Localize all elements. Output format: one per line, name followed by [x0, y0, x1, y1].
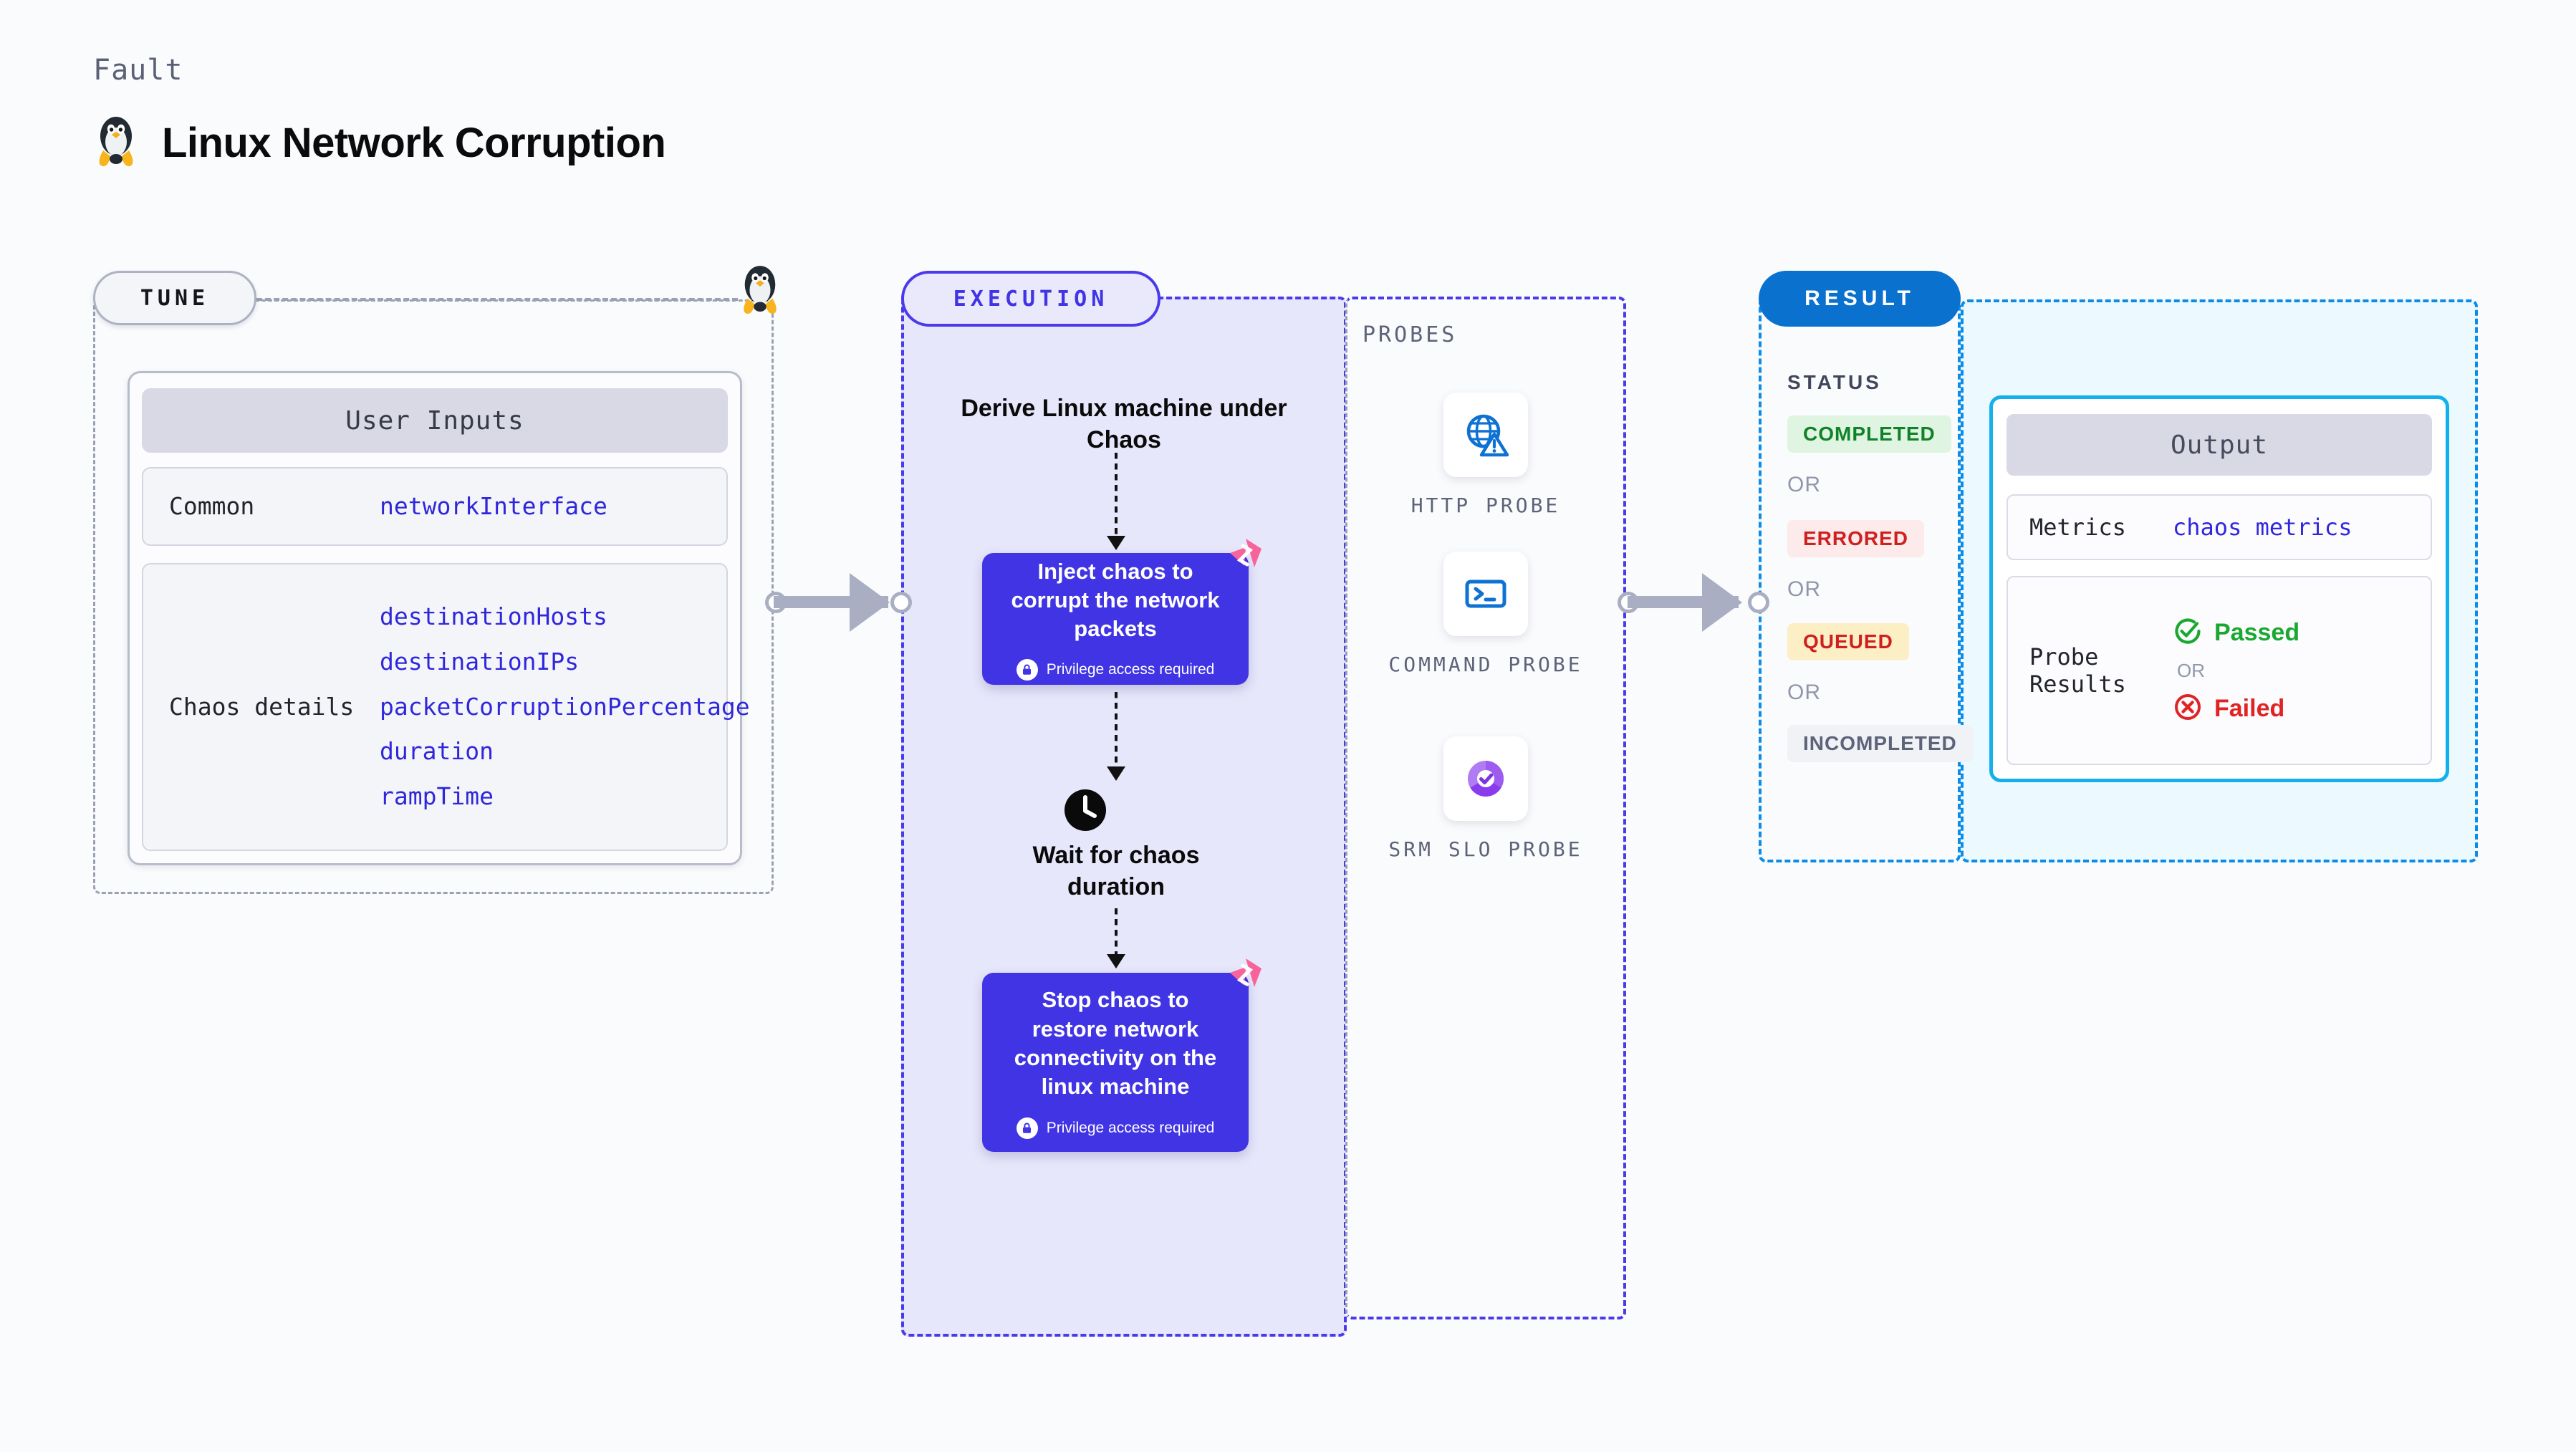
status-badge-incompleted: INCOMPLETED: [1787, 725, 1973, 762]
status-or-label: OR: [1787, 577, 1821, 601]
flow-arrowhead-icon: [1107, 536, 1125, 550]
stop-card-title: Stop chaos to restore network connectivi…: [1014, 987, 1217, 1100]
tune-stage-pill[interactable]: TUNE: [93, 271, 256, 325]
output-row-key: Metrics: [2029, 513, 2126, 541]
privilege-note-text: Privilege access required: [1046, 1119, 1215, 1136]
failed-label: Failed: [2214, 694, 2285, 722]
check-circle-icon: [2173, 616, 2203, 650]
tune-row-value: packetCorruptionPercentage: [380, 692, 750, 721]
probe-result-passed: Passed: [2173, 616, 2299, 650]
linux-tux-icon: [93, 115, 139, 171]
flow-connector-wait-stop: [1115, 908, 1118, 957]
page-title: Linux Network Corruption: [162, 120, 666, 166]
connector-arrowhead-icon: [1702, 573, 1742, 632]
lock-icon: [1016, 1117, 1038, 1139]
execution-stage-pill[interactable]: EXECUTION: [901, 271, 1160, 327]
tune-row-value: destinationIPs: [380, 647, 580, 675]
execution-step-inject-card[interactable]: Inject chaos to corrupt the network pack…: [982, 539, 1261, 685]
x-circle-icon: [2173, 692, 2203, 726]
output-header: Output: [2007, 414, 2432, 476]
status-badge-queued: QUEUED: [1787, 623, 1909, 660]
flow-arrowhead-icon: [1107, 766, 1125, 781]
tune-row-value: destinationHosts: [380, 602, 607, 630]
execution-step-derive: Derive Linux machine under Chaos: [961, 395, 1287, 454]
inject-card-title: Inject chaos to corrupt the network pack…: [1011, 558, 1220, 642]
user-inputs-header: User Inputs: [142, 388, 728, 453]
output-row-probe-results: Probe Results Passed OR: [2007, 576, 2432, 765]
probe-result-or-label: OR: [2177, 659, 2205, 681]
probe-item-http[interactable]: HTTP PROBE: [1345, 393, 1626, 519]
status-badge-completed: COMPLETED: [1787, 415, 1951, 453]
result-stage-pill[interactable]: RESULT: [1759, 271, 1961, 327]
probes-section-label: PROBES: [1363, 322, 1458, 347]
connector-dot-target: [890, 592, 912, 613]
litmus-chaos-badge-icon: [1224, 536, 1264, 580]
clock-icon: [1063, 788, 1107, 836]
litmus-chaos-badge-icon: [1224, 956, 1264, 999]
tune-row-key: Chaos details: [169, 693, 355, 721]
connector-dot-target: [1748, 592, 1769, 613]
passed-label: Passed: [2214, 618, 2300, 646]
flow-arrowhead-icon: [1107, 954, 1125, 968]
probe-item-srm-slo[interactable]: SRM SLO PROBE: [1345, 736, 1626, 862]
output-row-metrics: Metrics chaos metrics: [2007, 494, 2432, 560]
lock-icon: [1016, 659, 1038, 681]
privilege-note-text: Privilege access required: [1046, 661, 1215, 678]
probe-result-failed: Failed: [2173, 692, 2299, 726]
slo-donut-check-icon: [1443, 736, 1528, 821]
status-or-label: OR: [1787, 681, 1821, 704]
connector-arrowhead-icon: [850, 573, 890, 632]
probe-label: SRM SLO PROBE: [1388, 837, 1583, 861]
execution-step-wait: Wait for chaos duration: [1032, 842, 1200, 901]
probe-item-command[interactable]: COMMAND PROBE: [1345, 552, 1626, 678]
tune-row-value: networkInterface: [380, 491, 607, 520]
status-or-label: OR: [1787, 473, 1821, 496]
tune-row-chaos-details: Chaos details destinationHosts destinati…: [142, 563, 750, 851]
globe-warning-icon: [1443, 393, 1528, 477]
output-row-key: Probe Results: [2029, 643, 2126, 698]
tune-row-value: duration: [380, 737, 494, 766]
flow-connector-inject-wait: [1115, 692, 1118, 769]
tune-row-key: Common: [169, 492, 255, 521]
execution-step-stop-card[interactable]: Stop chaos to restore network connectivi…: [982, 958, 1261, 1152]
fault-title-row: Linux Network Corruption: [93, 115, 666, 171]
tune-dashed-connector: [256, 298, 738, 301]
terminal-icon: [1443, 552, 1528, 636]
output-row-value: chaos metrics: [2173, 514, 2352, 541]
linux-tux-badge-icon: [738, 264, 782, 319]
fault-kicker-label: Fault: [93, 54, 183, 87]
status-badge-errored: ERRORED: [1787, 520, 1925, 557]
privilege-note-row: Privilege access required: [1016, 1117, 1215, 1139]
probe-label: HTTP PROBE: [1410, 494, 1561, 517]
status-section-label: STATUS: [1787, 371, 1882, 393]
tune-row-common: Common networkInterface: [142, 467, 728, 546]
tune-row-value: rampTime: [380, 782, 494, 811]
flow-connector-derive-inject: [1115, 453, 1118, 539]
probe-label: COMMAND PROBE: [1388, 653, 1583, 676]
privilege-note-row: Privilege access required: [1016, 659, 1215, 681]
